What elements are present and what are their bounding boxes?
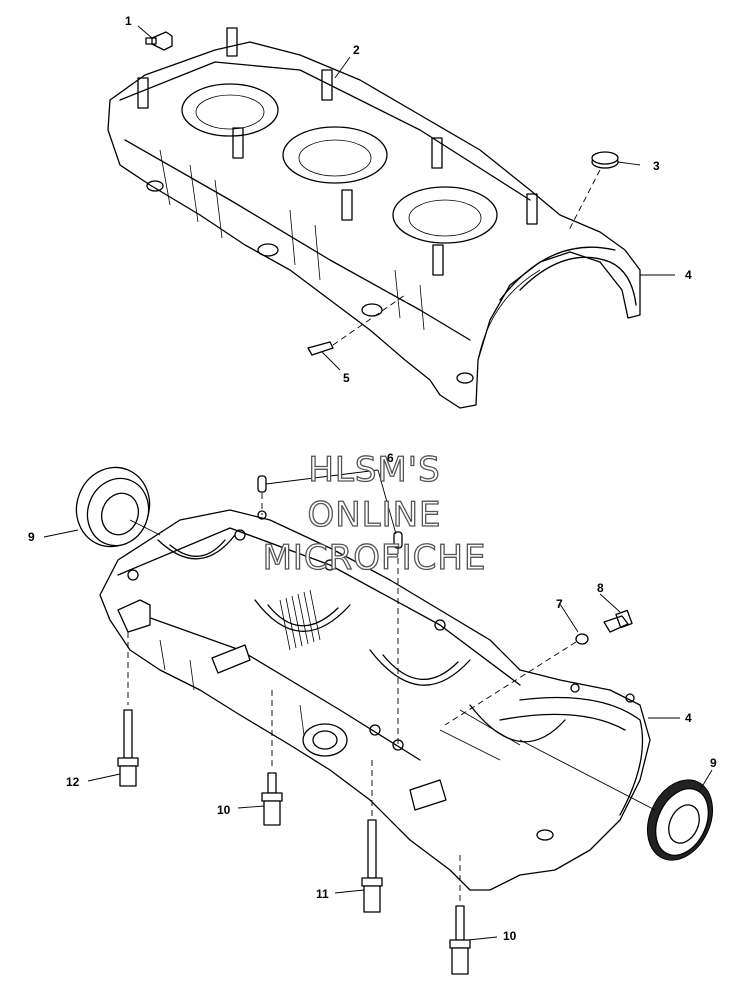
callout-5: 5 xyxy=(343,371,350,385)
part-9-seal-left xyxy=(43,466,161,548)
part-12-bolt xyxy=(87,632,139,787)
part-6-dowels xyxy=(257,469,403,745)
part-7-8-bolt xyxy=(444,593,633,726)
lower-crankcase xyxy=(99,509,651,891)
callout-10-left: 10 xyxy=(217,803,231,817)
part-10-bolt-left xyxy=(237,690,283,826)
part-5-pin xyxy=(307,294,406,371)
callout-4-upper: 4 xyxy=(685,268,692,282)
watermark-line-2: ONLINE xyxy=(307,495,442,535)
callout-3: 3 xyxy=(653,159,660,173)
callout-10-bottom: 10 xyxy=(503,929,517,943)
callout-7: 7 xyxy=(556,597,563,611)
callout-11: 11 xyxy=(316,887,329,901)
callout-9-right: 9 xyxy=(710,756,717,770)
part-11-bolt xyxy=(334,760,383,913)
part-3-seal xyxy=(567,151,641,233)
callout-9-left: 9 xyxy=(28,530,35,544)
callout-6: 6 xyxy=(387,451,394,465)
callout-8: 8 xyxy=(597,581,604,595)
callout-12: 12 xyxy=(66,775,80,789)
callout-1: 1 xyxy=(125,14,132,28)
part-9-seal-right xyxy=(519,739,713,861)
part-1-fitting xyxy=(137,25,173,51)
callout-2: 2 xyxy=(353,43,360,57)
callout-4-lower: 4 xyxy=(685,711,692,725)
watermark-line-3: MICROFICHE xyxy=(262,538,487,578)
upper-crankcase xyxy=(107,27,641,409)
part-10-bolt-bottom xyxy=(449,855,498,975)
leader-2 xyxy=(334,56,351,79)
watermark-line-1: HLSM'S xyxy=(308,450,441,490)
